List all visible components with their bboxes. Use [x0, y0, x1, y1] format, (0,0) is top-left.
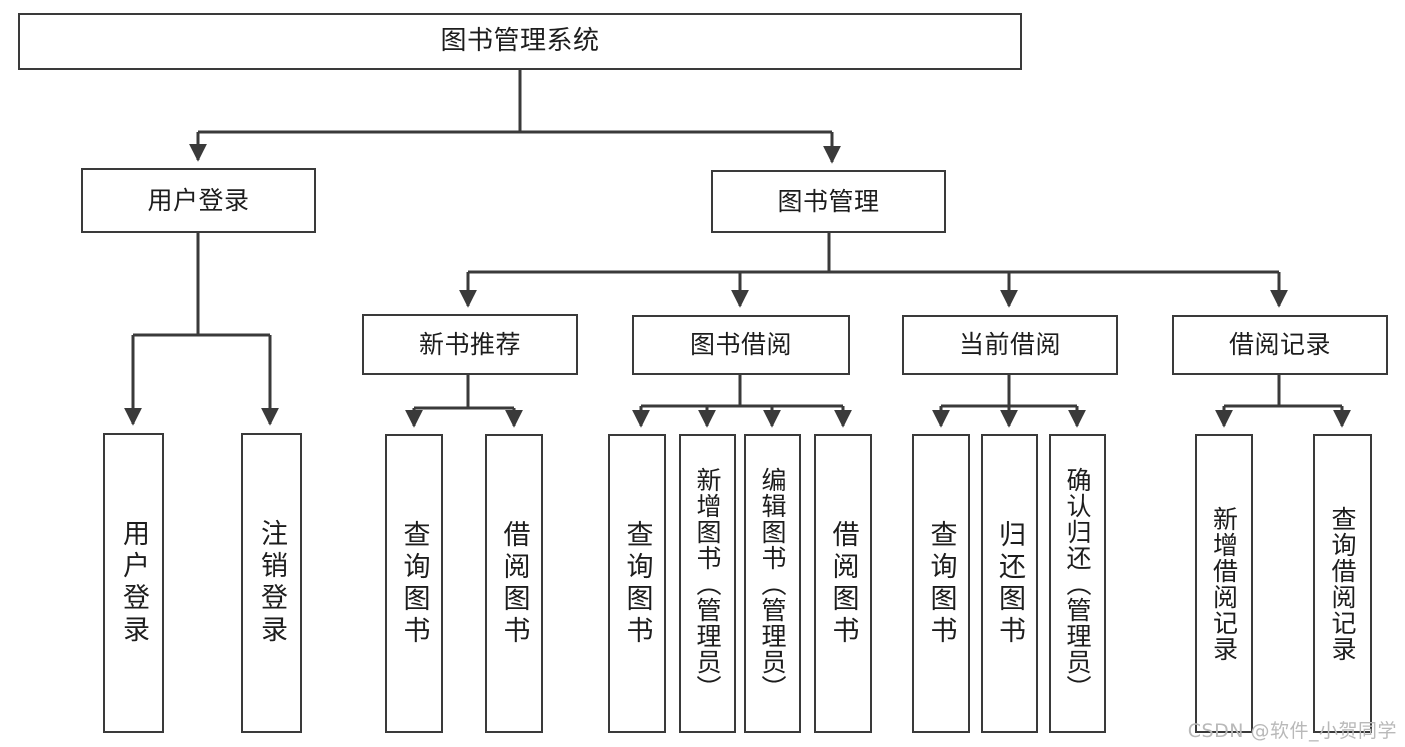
node-label: 新增借阅记录	[1209, 505, 1239, 662]
node-label: 查询借阅记录	[1328, 505, 1357, 662]
node-label: 查询图书	[398, 519, 430, 648]
node-label: 借阅记录	[1228, 330, 1331, 360]
node-leaf-query-book-borrow[interactable]: 查询图书	[608, 434, 666, 733]
node-current-borrow[interactable]: 当前借阅	[902, 315, 1118, 375]
node-label: 用户登录	[147, 185, 250, 215]
node-leaf-edit-book-admin[interactable]: 编辑图书（管理员）	[744, 434, 801, 733]
node-book-borrow[interactable]: 图书借阅	[632, 315, 850, 375]
node-label: 用户登录	[118, 519, 149, 647]
node-root-book-management-system[interactable]: 图书管理系统	[18, 13, 1022, 70]
node-label: 查询图书	[621, 519, 653, 648]
node-label: 查询图书	[925, 519, 957, 648]
csdn-watermark: CSDN @软件_小贺同学	[1187, 720, 1397, 742]
node-user-login[interactable]: 用户登录	[81, 168, 316, 233]
node-leaf-query-borrow-record[interactable]: 查询借阅记录	[1313, 434, 1372, 733]
node-label: 图书借阅	[689, 330, 792, 360]
node-leaf-borrow-book[interactable]: 借阅图书	[814, 434, 872, 733]
node-leaf-user-login[interactable]: 用户登录	[103, 433, 164, 733]
node-leaf-add-borrow-record[interactable]: 新增借阅记录	[1195, 434, 1253, 733]
node-label: 借阅图书	[498, 519, 530, 648]
node-leaf-borrow-book-recommend[interactable]: 借阅图书	[485, 434, 543, 733]
node-leaf-return-book[interactable]: 归还图书	[981, 434, 1038, 733]
node-label: 新增图书（管理员）	[693, 466, 722, 701]
node-new-book-recommend[interactable]: 新书推荐	[362, 314, 578, 375]
node-label: 图书管理系统	[440, 26, 600, 57]
node-book-management[interactable]: 图书管理	[711, 170, 946, 233]
node-leaf-add-book-admin[interactable]: 新增图书（管理员）	[679, 434, 736, 733]
node-label: 归还图书	[994, 519, 1025, 648]
node-leaf-query-book-recommend[interactable]: 查询图书	[385, 434, 443, 733]
node-borrow-record[interactable]: 借阅记录	[1172, 315, 1388, 375]
node-label: 图书管理	[777, 186, 880, 216]
node-label: 当前借阅	[958, 330, 1061, 360]
node-label: 确认归还（管理员）	[1063, 466, 1092, 701]
node-label: 新书推荐	[418, 329, 521, 359]
node-label: 编辑图书（管理员）	[758, 466, 787, 701]
node-leaf-logout-login[interactable]: 注销登录	[241, 433, 302, 733]
node-label: 借阅图书	[827, 519, 859, 648]
node-label: 注销登录	[256, 519, 287, 647]
node-leaf-confirm-return-admin[interactable]: 确认归还（管理员）	[1049, 434, 1106, 733]
node-leaf-query-book-current[interactable]: 查询图书	[912, 434, 970, 733]
